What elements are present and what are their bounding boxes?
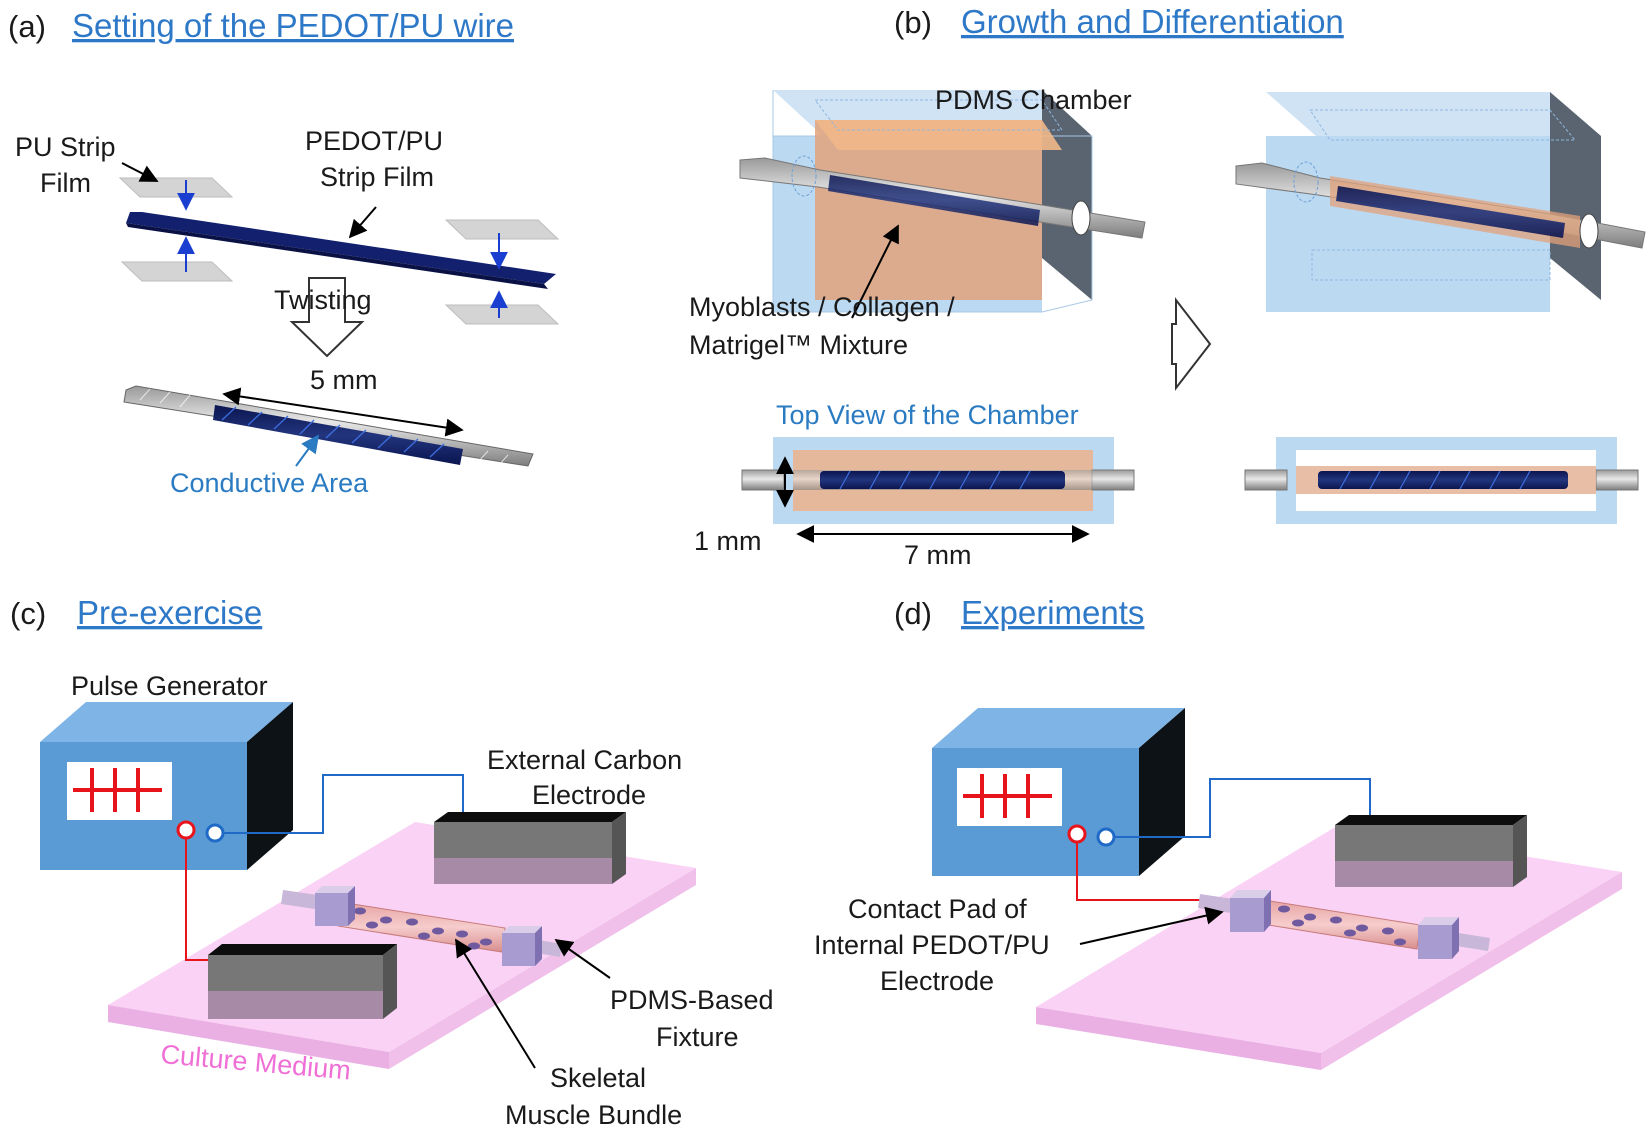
pulse-generator-d [932, 708, 1185, 876]
panel-label-a: (a) [8, 9, 46, 44]
panel-b-diagram: PDMS Chamber Myoblasts / Collagen / Matr… [689, 85, 1646, 570]
external-electrode-label-1: External Carbon [487, 745, 682, 775]
mixture-pointer [851, 224, 899, 319]
length-5mm-arrow [222, 387, 464, 437]
twisting-arrow [289, 277, 365, 358]
pdms-chamber-label: PDMS Chamber [935, 85, 1132, 115]
fixture-right-c [502, 926, 542, 966]
panel-title-c: Pre-exercise [77, 594, 262, 631]
blue-lead-c [223, 774, 464, 834]
panel-label-c: (c) [10, 596, 46, 631]
transition-arrow [1171, 297, 1212, 391]
carbon-electrode-d [1335, 815, 1527, 887]
panel-title-d: Experiments [961, 594, 1144, 631]
mixture-label-2: Matrigel™ Mixture [689, 330, 908, 360]
blue-lead-d [1114, 778, 1371, 838]
red-lead-d [1076, 842, 1234, 901]
pu-strip-label-1: PU Strip [15, 132, 116, 162]
panel-c-diagram: Pulse Generator External Carbon Electrod… [40, 671, 774, 1129]
pulse-waveform-icon-d [963, 774, 1052, 818]
panel-label-d: (d) [894, 596, 932, 631]
gel-mixture [815, 120, 1042, 300]
panel-c-header: (c) Pre-exercise [10, 594, 262, 631]
panel-title-b: Growth and Differentiation [961, 3, 1344, 40]
carbon-electrode-top-c [434, 812, 626, 884]
positive-terminal-c [176, 820, 196, 840]
panel-a-header: (a) Setting of the PEDOT/PU wire [8, 7, 514, 44]
pu-strip-bottom-right [444, 304, 560, 325]
mixture-label-1: Myoblasts / Collagen / [689, 292, 955, 322]
fixture-pointer [554, 938, 611, 979]
muscle-label-2: Muscle Bundle [505, 1100, 682, 1129]
muscle-bundle-d [1198, 890, 1490, 959]
fixture-label-2: Fixture [656, 1022, 739, 1052]
red-lead-c [185, 838, 215, 961]
pulse-generator-label: Pulse Generator [71, 671, 268, 701]
pedot-strip-pointer [348, 206, 377, 239]
panel-b-header: (b) Growth and Differentiation [894, 3, 1344, 40]
pedot-strip-label-1: PEDOT/PU [305, 126, 443, 156]
pdms-chamber-left [739, 90, 1146, 313]
pedot-strip-film-shade [126, 223, 548, 289]
muscle-pointer [455, 938, 536, 1069]
width-1mm-label: 1 mm [694, 526, 762, 556]
conductive-area-pointer [295, 434, 320, 467]
top-view-right [1244, 437, 1639, 524]
pu-strip-label-2: Film [40, 168, 91, 198]
fixture-label-1: PDMS-Based [610, 985, 774, 1015]
panel-d-header: (d) Experiments [894, 594, 1144, 631]
contact-pad-pointer [1079, 906, 1224, 945]
pulse-waveform-icon [73, 768, 162, 812]
contact-pad-left [1230, 890, 1271, 932]
pu-strip-pointer [121, 162, 159, 182]
pulse-generator-c [40, 702, 293, 870]
twisted-wire [123, 385, 534, 467]
top-view-label: Top View of the Chamber [776, 400, 1079, 430]
panel-label-b: (b) [894, 5, 932, 40]
panel-title-a: Setting of the PEDOT/PU wire [72, 7, 514, 44]
contact-pad-right [1418, 917, 1459, 959]
pedot-strip-film [126, 212, 556, 284]
fixture-left-c [315, 886, 355, 926]
twisting-label: Twisting [274, 285, 372, 315]
length-7mm-label: 7 mm [904, 540, 972, 570]
positive-terminal-d [1067, 824, 1087, 844]
muscle-label-1: Skeletal [550, 1063, 646, 1093]
contact-pad-label-3: Electrode [880, 966, 994, 996]
contact-pad-label-1: Contact Pad of [848, 894, 1027, 924]
pedot-strip-label-2: Strip Film [320, 162, 434, 192]
pdms-chamber-right [1235, 92, 1646, 312]
panel-d-diagram: Contact Pad of Internal PEDOT/PU Electro… [814, 708, 1622, 1070]
carbon-electrode-bottom-c [208, 944, 397, 1019]
pu-strip-bottom-left [120, 261, 234, 282]
negative-terminal-d [1096, 827, 1116, 847]
length-5mm-label: 5 mm [310, 365, 378, 395]
pu-strip-top-right [444, 219, 560, 240]
external-electrode-label-2: Electrode [532, 780, 646, 810]
conductive-area-label: Conductive Area [170, 468, 369, 498]
top-view-left [741, 437, 1135, 524]
contact-pad-label-2: Internal PEDOT/PU [814, 930, 1050, 960]
pu-strip-top-left [118, 177, 234, 198]
panel-a-diagram: PU Strip Film PEDOT/PU Strip Film Twisti… [15, 126, 560, 498]
negative-terminal-c [205, 823, 225, 843]
